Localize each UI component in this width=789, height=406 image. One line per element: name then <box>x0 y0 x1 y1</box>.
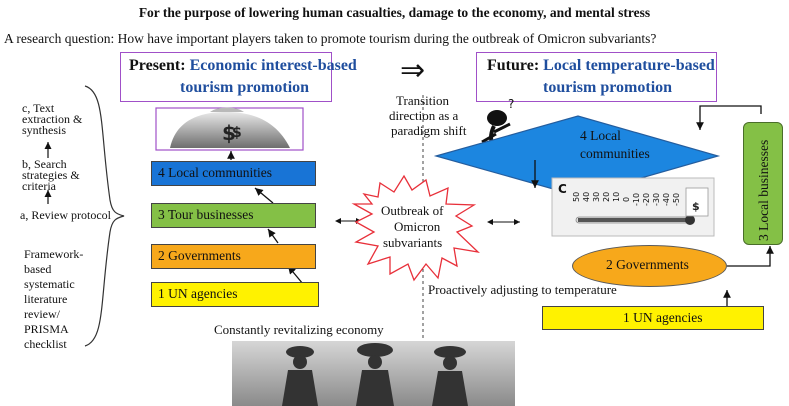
transition-line3: paradigm shift <box>391 123 467 138</box>
thermometer-scale: 50 40 30 20 10 0 -10 -20 -30 -40 -50 <box>572 184 684 214</box>
step-c-line1: c, Text <box>22 101 55 115</box>
tick-label: -20 <box>642 192 651 206</box>
step-b-line3: criteria <box>22 179 56 193</box>
transition-line2: direction as a <box>389 108 459 123</box>
outbreak-line3: subvariants <box>383 235 443 250</box>
future-box-local-businesses: 3 Local businesses <box>743 122 783 245</box>
step-a: a, Review protocol <box>20 208 111 222</box>
thermometer-unit: C <box>558 182 567 196</box>
bracket-brace <box>84 85 125 347</box>
present-title-line1: Economic interest-based <box>189 57 357 74</box>
svg-text:?: ? <box>508 97 514 111</box>
present-header: Present: Economic interest-based tourism… <box>120 52 357 102</box>
future-caption: Proactively adjusting to temperature <box>428 282 617 297</box>
outbreak-line2: Omicron <box>394 219 441 234</box>
arrow-tour-to-communities <box>254 187 274 204</box>
step-c-line3: synthesis <box>22 123 67 137</box>
future-box-un-label: 1 UN agencies <box>623 310 703 325</box>
thermometer-icon: $ <box>551 177 715 237</box>
framework-line7: checklist <box>24 337 67 351</box>
future-box-local-businesses-label: 3 Local businesses <box>756 139 771 241</box>
step-c-line2: extraction & <box>22 112 83 126</box>
diamond-line2: communities <box>580 146 650 161</box>
tick-label: -40 <box>662 192 671 206</box>
money-bag-icon: $ $ <box>155 107 304 151</box>
future-title-line2: tourism promotion <box>543 79 673 96</box>
framework-line3: systematic <box>24 277 75 291</box>
future-diamond <box>433 115 721 197</box>
transition-arrow: ⇒ <box>400 53 426 88</box>
tick-label: 10 <box>612 191 621 202</box>
transition-line1: Transition <box>396 93 449 108</box>
tick-label: 50 <box>572 191 581 202</box>
svg-text:$: $ <box>692 200 700 213</box>
present-box-local-communities: 4 Local communities <box>151 161 316 186</box>
svg-text:$: $ <box>232 125 242 141</box>
present-box-un-agencies: 1 UN agencies <box>151 282 319 307</box>
tick-label: -10 <box>632 192 641 206</box>
people-photo <box>232 341 515 406</box>
arrow-un-to-gov <box>287 265 304 285</box>
step-b-line1: b, Search <box>22 157 67 171</box>
framework-line2: based <box>24 262 52 276</box>
tick-label: 30 <box>592 191 601 202</box>
framework-line6: PRISMA <box>24 322 69 336</box>
diamond-line1: 4 Local <box>580 128 621 143</box>
future-title-line1: Local temperature-based <box>543 57 715 74</box>
arrow-governments-to-businesses <box>727 246 774 267</box>
future-prefix: Future: <box>487 57 540 74</box>
outbreak-line1: Outbreak of <box>381 203 444 218</box>
research-question: A research question: How have important … <box>4 31 657 46</box>
step-b-line2: strategies & <box>22 168 80 182</box>
present-prefix: Present: <box>129 57 186 74</box>
future-ellipse-governments: 2 Governments <box>572 245 727 287</box>
present-caption: Constantly revitalizing economy <box>214 322 384 337</box>
framework-line5: review/ <box>24 307 60 321</box>
outbreak-starburst <box>351 174 480 282</box>
tick-label: -30 <box>652 192 661 206</box>
tick-label: 40 <box>582 191 591 202</box>
present-box-tour-businesses: 3 Tour businesses <box>151 203 316 228</box>
headline: For the purpose of lowering human casual… <box>138 5 651 20</box>
framework-line1: Framework- <box>24 247 84 261</box>
future-header: Future: Local temperature-based tourism … <box>476 52 717 102</box>
future-box-un-agencies: 1 UN agencies <box>542 306 764 330</box>
present-title-line2: tourism promotion <box>180 79 310 96</box>
tick-label: 0 <box>622 196 631 202</box>
tick-label: -50 <box>672 192 681 206</box>
future-ellipse-label: 2 Governments <box>606 257 689 272</box>
framework-line4: literature <box>24 292 68 306</box>
present-box-governments: 2 Governments <box>151 244 316 269</box>
arrow-businesses-to-diamond <box>696 105 762 130</box>
tick-label: 20 <box>602 191 611 202</box>
svg-text:$: $ <box>222 121 236 145</box>
arrow-gov-to-tour <box>267 228 279 244</box>
